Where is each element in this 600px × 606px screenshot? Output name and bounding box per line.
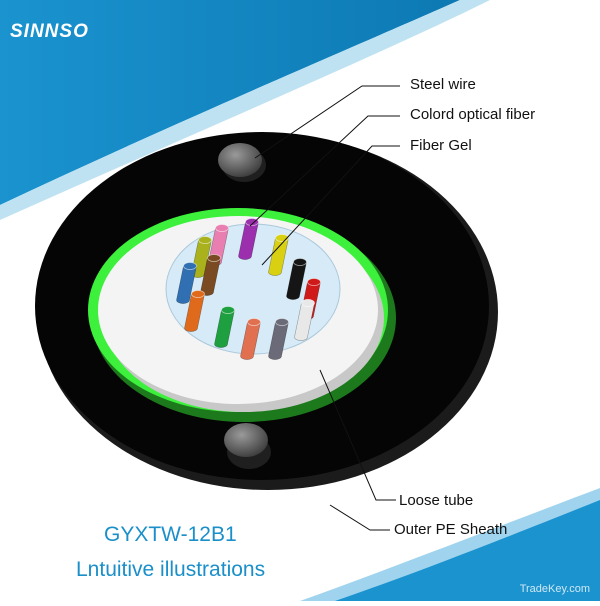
steel-wire-bottom (224, 423, 268, 457)
leader-fiber-gel (261, 145, 400, 266)
leader-loose-tube (319, 369, 396, 501)
leader-steel-wire (254, 85, 400, 159)
label-colored-optical-fiber: Colord optical fiber (410, 106, 536, 123)
olive-fiber (191, 236, 212, 278)
model-caption: GYXTW-12B1 (104, 523, 237, 546)
logo-text: SINNSO (10, 21, 89, 42)
blue-fiber (176, 262, 197, 304)
green-fiber (214, 306, 235, 348)
salmon-fiber (240, 318, 261, 360)
label-fiber-gel: Fiber Gel (410, 137, 472, 154)
brown-fiber (200, 254, 221, 296)
orange-fiber (184, 290, 205, 332)
subtitle-caption: Lntuitive illustrations (76, 558, 266, 581)
label-outer-pe-sheath: Outer PE Sheath (394, 521, 508, 538)
header-banner (0, 0, 460, 205)
label-steel-wire: Steel wire (410, 76, 476, 93)
colored-optical-fibers (176, 218, 321, 360)
slate-fiber (268, 318, 289, 360)
leader-outer-sheath (329, 504, 390, 531)
steel-wire-top (218, 143, 262, 177)
purple-fiber (238, 218, 259, 260)
white-fiber (294, 299, 315, 341)
black-fiber (286, 258, 307, 300)
footer-swoosh (330, 498, 600, 601)
header-banner-stripe (0, 0, 490, 220)
label-loose-tube: Loose tube (399, 492, 474, 509)
watermark: TradeKey.com (519, 583, 590, 595)
company-logo: SINNSO (10, 21, 89, 43)
leader-colored-fiber (249, 115, 400, 227)
